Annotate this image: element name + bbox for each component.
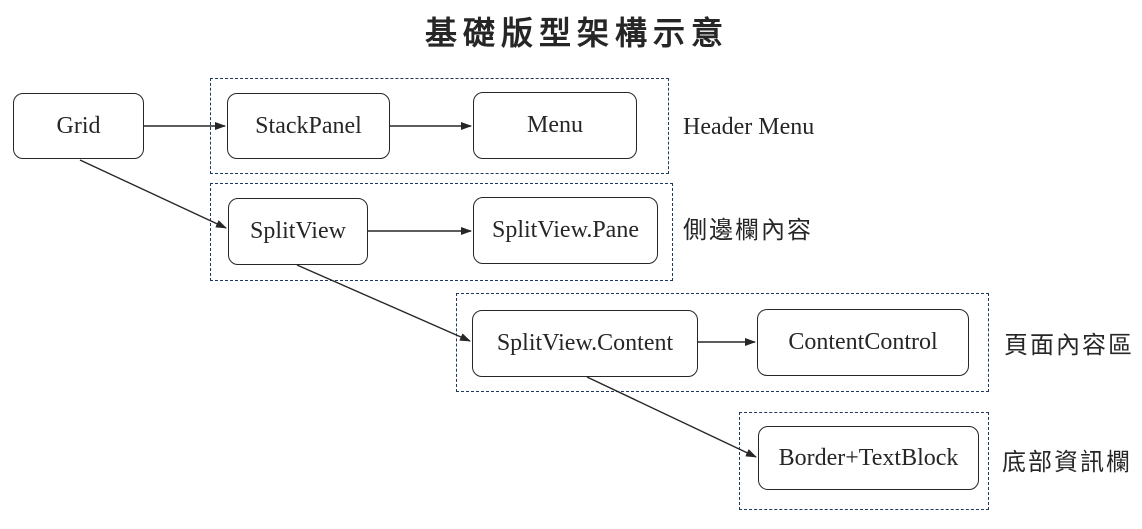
annotation-header-menu: Header Menu xyxy=(683,114,815,140)
annotation-page-content-area: 頁面內容區 xyxy=(1004,333,1134,359)
arrow-grid-to-splitview xyxy=(79,159,227,229)
node-splitview-content: SplitView.Content xyxy=(472,310,698,377)
node-stackpanel: StackPanel xyxy=(227,93,390,159)
node-splitview: SplitView xyxy=(228,198,368,265)
annotation-sidebar-content: 側邊欄內容 xyxy=(683,218,813,244)
node-contentcontrol: ContentControl xyxy=(757,309,969,376)
node-border-textblock: Border+TextBlock xyxy=(758,426,979,490)
node-menu: Menu xyxy=(473,92,637,159)
group-frame-footer-info xyxy=(739,412,989,510)
annotation-footer-info-bar: 底部資訊欄 xyxy=(1002,450,1132,476)
node-grid: Grid xyxy=(13,93,144,159)
diagram-title: 基礎版型架構示意 xyxy=(424,15,729,51)
node-splitview-pane: SplitView.Pane xyxy=(473,197,658,264)
